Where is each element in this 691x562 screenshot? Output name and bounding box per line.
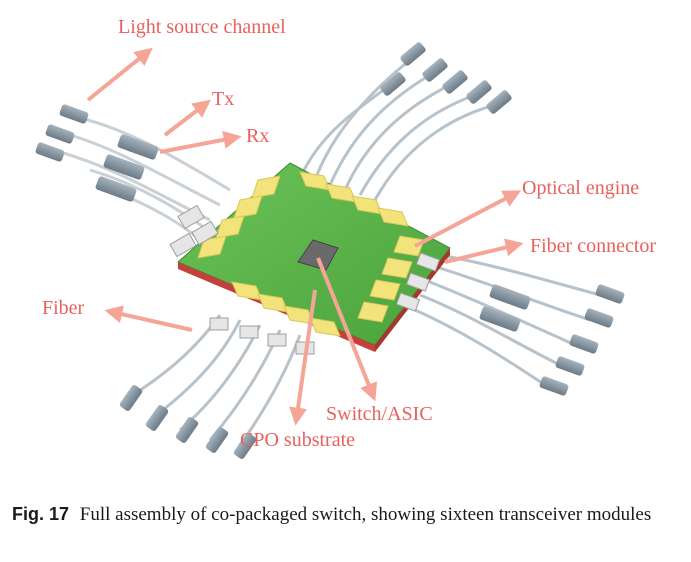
label-light-source-channel: Light source channel bbox=[118, 16, 286, 38]
label-fiber-connector: Fiber connector bbox=[530, 235, 656, 257]
label-cpo-substrate: CPO substrate bbox=[240, 429, 355, 451]
figure-number: Fig. 17 bbox=[12, 504, 69, 524]
connector-group-right bbox=[479, 284, 625, 397]
figure-caption: Fig. 17 Full assembly of co-packaged swi… bbox=[12, 502, 680, 527]
arrow-light-source bbox=[88, 50, 150, 100]
arrow-fiber bbox=[108, 311, 192, 330]
label-switch-asic: Switch/ASIC bbox=[326, 403, 433, 425]
connector-group-left bbox=[35, 104, 159, 203]
arrow-tx bbox=[165, 102, 208, 135]
label-fiber: Fiber bbox=[42, 297, 85, 319]
arrow-rx bbox=[160, 137, 238, 152]
connector-group-bottom bbox=[119, 384, 258, 460]
arrow-fiber-connector bbox=[445, 244, 520, 262]
caption-text: Full assembly of co-packaged switch, sho… bbox=[80, 504, 651, 525]
label-rx: Rx bbox=[246, 125, 269, 147]
label-tx: Tx bbox=[212, 88, 234, 110]
connector-group-top bbox=[379, 41, 513, 115]
cpo-switch-diagram: Light source channel Tx Rx Optical engin… bbox=[0, 0, 691, 470]
label-optical-engine: Optical engine bbox=[522, 177, 639, 199]
arrow-optical-engine bbox=[415, 192, 518, 246]
